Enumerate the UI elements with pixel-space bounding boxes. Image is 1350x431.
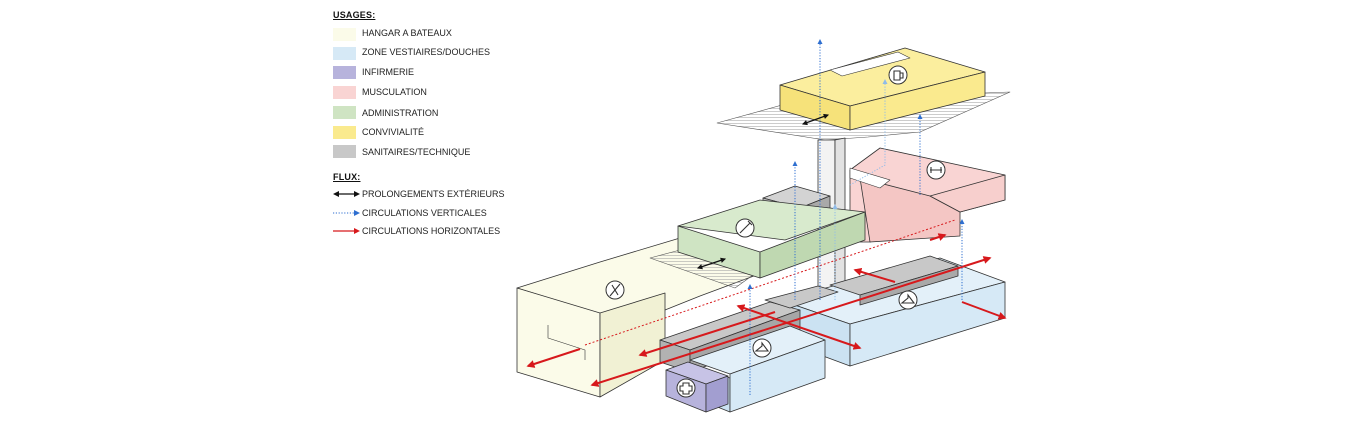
usage-label-convivialite: CONVIVIALITÉ [362,127,425,137]
usage-label-administration: ADMINISTRATION [362,108,439,118]
exterior-flows [696,113,830,270]
flux-title: FLUX: [333,172,361,182]
flux-label-verticales: CIRCULATIONS VERTICALES [362,208,487,218]
usages-title: USAGES: [333,10,376,20]
hanger-icon-2 [752,338,772,358]
hanger-icon [898,290,918,310]
usage-label-vestiaires: ZONE VESTIAIRES/DOUCHES [362,47,491,57]
swatch-infirmerie [333,66,356,79]
swatch-hangar [333,28,356,41]
kayak-icon [605,280,625,300]
swatch-sanitaires [333,145,356,158]
red-arrow-icon [333,228,360,234]
swatch-administration [333,106,356,119]
double-arrow-icon [333,191,360,197]
pencil-icon [735,218,755,238]
dumbbell-icon [926,160,946,180]
flux-label-horizontales: CIRCULATIONS HORIZONTALES [362,226,501,236]
flux-label-prolongements: PROLONGEMENTS EXTÉRIEURS [362,189,505,199]
horizontal-flows [526,219,1007,387]
usage-label-sanitaires: SANITAIRES/TECHNIQUE [362,147,471,157]
dotted-arrow-icon [333,210,360,216]
usage-label-infirmerie: INFIRMERIE [362,67,415,77]
medical-cross-icon [676,378,696,398]
vertical-flows [747,39,965,395]
swatch-convivialite [333,126,356,139]
usage-label-hangar: HANGAR A BATEAUX [362,28,452,38]
musculation-volume [849,147,1006,243]
convivialite-volume [779,47,986,131]
swatch-musculation [333,86,356,99]
beer-mug-icon [888,65,908,85]
usage-label-musculation: MUSCULATION [362,87,427,97]
swatch-vestiaires [333,47,356,60]
